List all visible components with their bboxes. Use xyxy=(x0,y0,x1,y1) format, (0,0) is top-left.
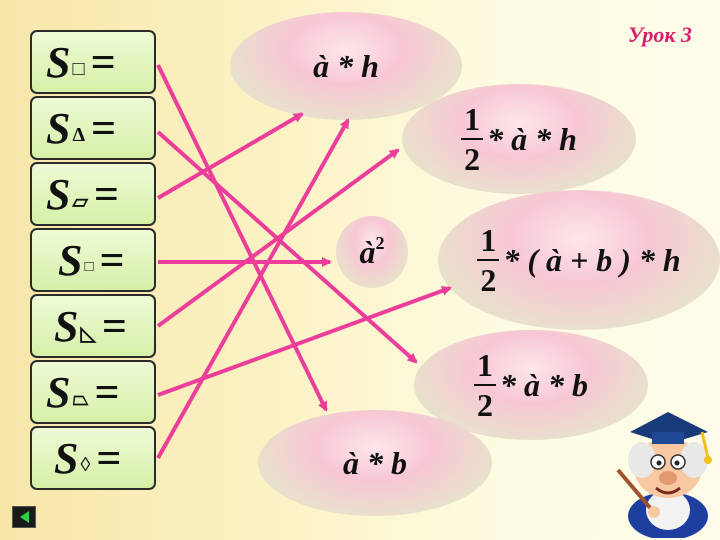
arrow-rhombus-to-a-h xyxy=(158,120,348,458)
professor-mascot-icon xyxy=(612,398,720,538)
arrow-parallelogram-to-a-h xyxy=(158,114,302,198)
back-triangle-icon xyxy=(20,511,29,523)
back-button[interactable] xyxy=(12,506,36,528)
